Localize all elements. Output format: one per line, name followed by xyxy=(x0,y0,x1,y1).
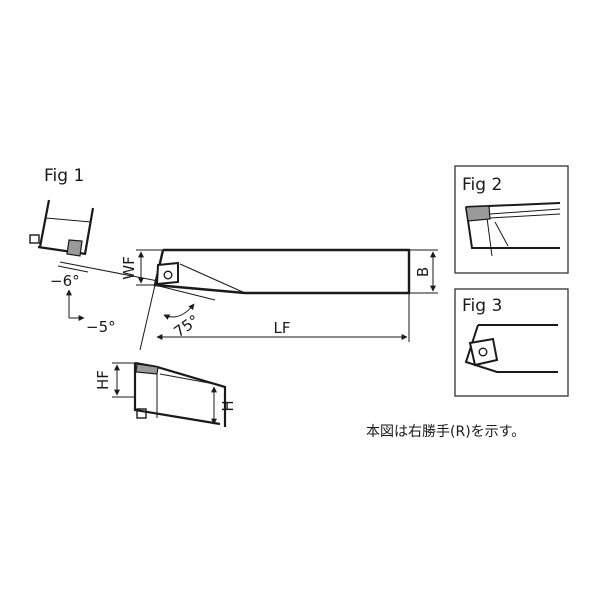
section-leader xyxy=(139,284,156,351)
section-rake-line xyxy=(159,373,221,386)
dim-h: H xyxy=(219,400,237,411)
fig1-group: Fig 1 −6° −5° xyxy=(29,166,159,336)
shank-outline xyxy=(163,248,411,295)
fig1-shank-left xyxy=(38,199,51,248)
main-view-group: 75° WF B LF xyxy=(120,248,438,351)
fig3-panel: Fig 3 xyxy=(454,288,569,397)
section-view-group: HF H xyxy=(94,361,237,427)
fig1-angle-line xyxy=(57,265,89,273)
fig2-ref-line-2 xyxy=(489,213,561,219)
fig1-shank-right xyxy=(83,207,95,255)
fig1-screw xyxy=(29,234,40,244)
fig1-thin-line xyxy=(45,217,92,223)
section-screw xyxy=(136,408,147,419)
fig2-label: Fig 2 xyxy=(462,175,502,195)
approach-ref-line xyxy=(154,284,216,301)
fig1-label: Fig 1 xyxy=(44,166,84,186)
section-body-left xyxy=(133,363,221,426)
insert-hole-icon xyxy=(163,270,173,280)
dim-b: B xyxy=(414,267,432,277)
fig2-ref-line-4 xyxy=(494,221,509,247)
fig1-insert xyxy=(66,239,83,257)
edge-line xyxy=(179,263,246,294)
section-insert xyxy=(135,363,159,375)
back-rake-angle: −5° xyxy=(86,318,116,336)
fig2-insert xyxy=(465,205,491,222)
main-insert xyxy=(155,261,179,286)
dim-hf: HF xyxy=(94,370,112,390)
fig3-insert xyxy=(468,337,499,367)
fig2-ref-line-3 xyxy=(486,217,493,257)
handedness-note: 本図は右勝手(R)を示す。 xyxy=(366,424,525,440)
fig2-ref-line-1 xyxy=(489,208,561,215)
side-rake-angle: −6° xyxy=(50,272,80,290)
dim-lf: LF xyxy=(274,319,291,337)
dim-wf: WF xyxy=(120,256,138,279)
fig3-insert-hole-icon xyxy=(478,347,488,357)
fig3-label: Fig 3 xyxy=(462,296,502,316)
approach-angle-arc xyxy=(163,303,195,320)
fig2-panel: Fig 2 xyxy=(454,165,569,274)
